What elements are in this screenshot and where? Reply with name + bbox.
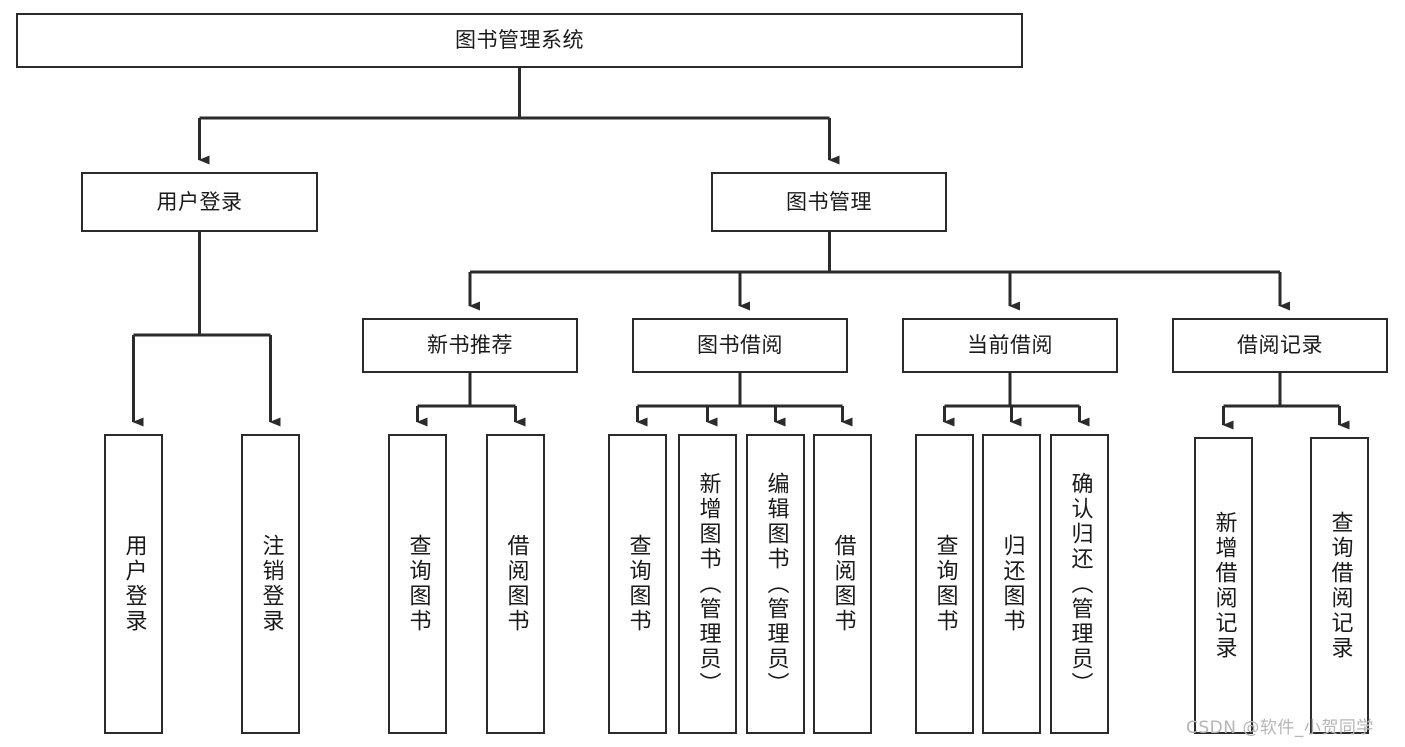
node-new-book-recommend-label: 新书推荐	[427, 333, 513, 358]
node-leaf-add-book-admin[interactable]: 新增图书（管理员）	[678, 434, 737, 734]
node-root-label: 图书管理系统	[455, 28, 584, 53]
node-leaf-add-borrow-record[interactable]: 新增借阅记录	[1194, 437, 1253, 734]
node-leaf-add-book-admin-label: 新增图书（管理员）	[695, 471, 721, 697]
node-book-management[interactable]: 图书管理	[711, 172, 947, 232]
node-leaf-confirm-return-admin[interactable]: 确认归还（管理员）	[1050, 434, 1109, 734]
node-leaf-query-book-current[interactable]: 查询图书	[915, 434, 974, 734]
node-book-borrow-label: 图书借阅	[697, 333, 783, 358]
node-user-login[interactable]: 用户登录	[81, 172, 318, 232]
node-leaf-query-book-recommend[interactable]: 查询图书	[388, 434, 447, 734]
node-leaf-query-borrow-record-label: 查询借阅记录	[1327, 510, 1353, 661]
node-leaf-borrow-book-recommend[interactable]: 借阅图书	[486, 434, 545, 734]
node-leaf-return-book-label: 归还图书	[999, 534, 1025, 634]
node-leaf-borrow-book-recommend-label: 借阅图书	[503, 534, 529, 634]
node-user-login-label: 用户登录	[156, 189, 243, 214]
node-leaf-query-borrow-record[interactable]: 查询借阅记录	[1310, 437, 1369, 734]
node-leaf-edit-book-admin-label: 编辑图书（管理员）	[763, 471, 789, 697]
node-leaf-query-book-borrow-label: 查询图书	[625, 534, 651, 634]
node-borrow-record-label: 借阅记录	[1237, 333, 1323, 358]
node-borrow-record[interactable]: 借阅记录	[1172, 318, 1388, 373]
node-leaf-borrow-book-label: 借阅图书	[830, 534, 856, 634]
node-current-borrow-label: 当前借阅	[967, 333, 1053, 358]
node-new-book-recommend[interactable]: 新书推荐	[362, 318, 578, 373]
node-leaf-confirm-return-admin-label: 确认归还（管理员）	[1067, 471, 1093, 697]
csdn-watermark: CSDN @软件_小贺同学	[1186, 718, 1374, 738]
node-leaf-query-book-recommend-label: 查询图书	[405, 534, 431, 634]
node-book-management-label: 图书管理	[786, 189, 872, 214]
node-leaf-query-book-current-label: 查询图书	[932, 534, 958, 634]
node-leaf-add-borrow-record-label: 新增借阅记录	[1211, 510, 1237, 661]
node-current-borrow[interactable]: 当前借阅	[902, 318, 1118, 373]
node-leaf-edit-book-admin[interactable]: 编辑图书（管理员）	[746, 434, 805, 734]
node-leaf-borrow-book[interactable]: 借阅图书	[813, 434, 872, 734]
node-root[interactable]: 图书管理系统	[16, 13, 1023, 68]
node-leaf-user-logout[interactable]: 注销登录	[241, 434, 300, 734]
node-leaf-return-book[interactable]: 归还图书	[982, 434, 1041, 734]
node-leaf-query-book-borrow[interactable]: 查询图书	[608, 434, 667, 734]
node-book-borrow[interactable]: 图书借阅	[632, 318, 848, 373]
node-leaf-user-logout-label: 注销登录	[258, 534, 284, 634]
node-leaf-user-login[interactable]: 用户登录	[104, 434, 163, 734]
node-leaf-user-login-label: 用户登录	[121, 534, 147, 634]
